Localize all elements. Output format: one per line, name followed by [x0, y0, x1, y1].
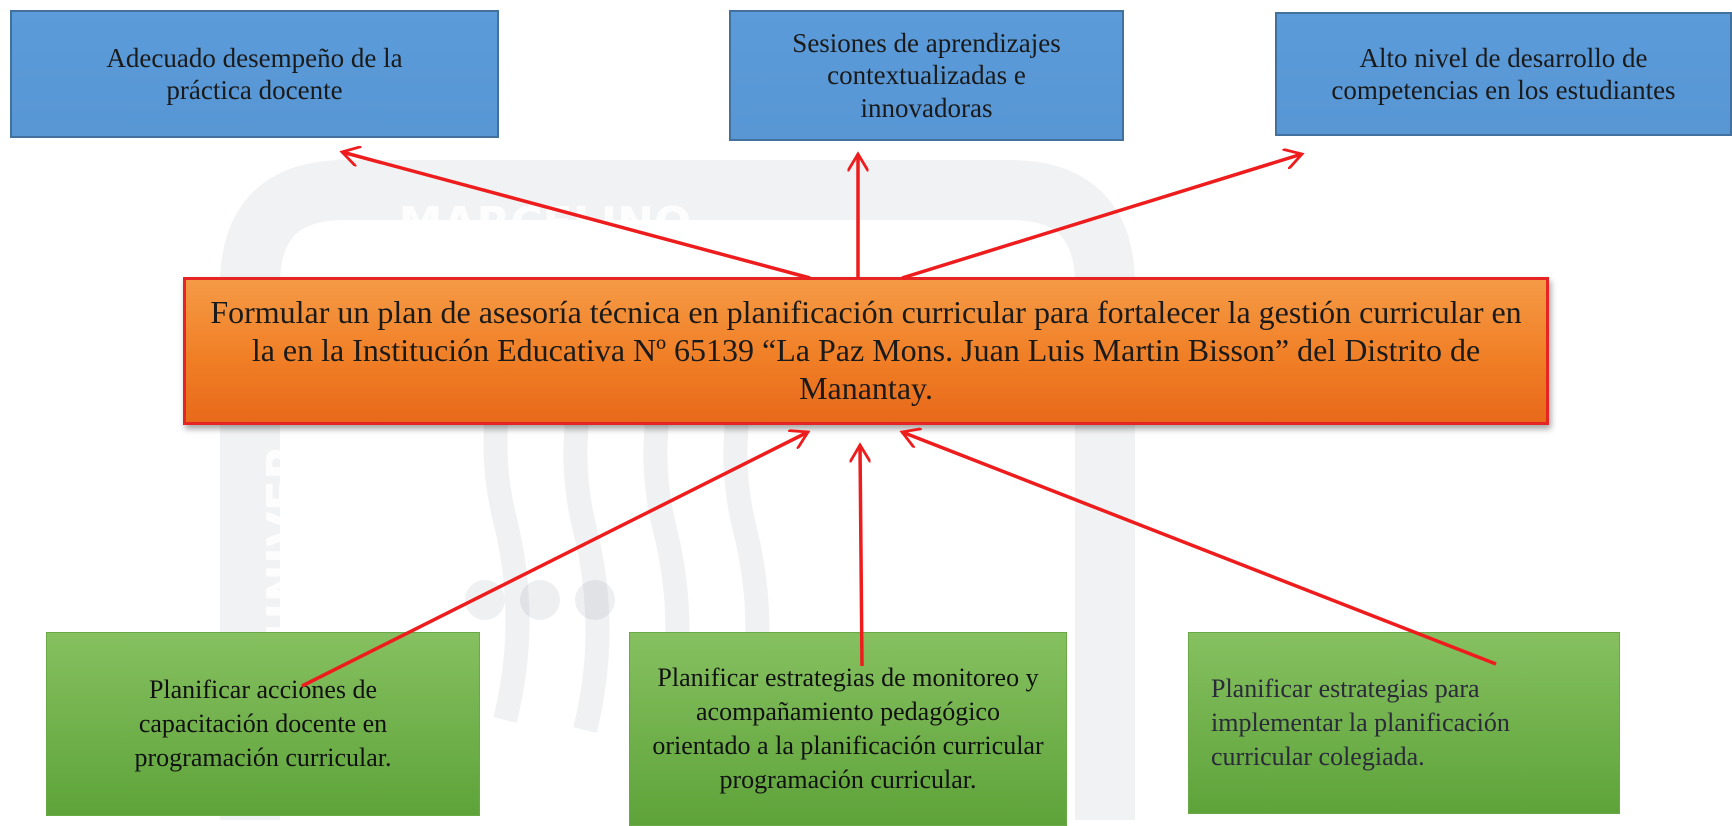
cause-box-1: Planificar acciones de capacitación doce…: [46, 632, 480, 816]
effect-box-1: Adecuado desempeño de la práctica docent…: [10, 10, 499, 138]
effect-box-3: Alto nivel de desarrollo de competencias…: [1275, 12, 1732, 136]
cause-box-3-text: Planificar estrategias para implementar …: [1211, 674, 1510, 771]
cause-box-1-text: Planificar acciones de capacitación doce…: [134, 675, 392, 772]
cause-box-2: Planificar estrategias de monitoreo y ac…: [629, 632, 1067, 826]
central-objective-box: Formular un plan de asesoría técnica en …: [183, 277, 1549, 425]
central-objective-text: Formular un plan de asesoría técnica en …: [210, 294, 1522, 406]
watermark-top-text: MARCELINO: [399, 198, 692, 249]
effect-box-3-text: Alto nivel de desarrollo de competencias…: [1331, 42, 1676, 105]
watermark-left-text: UNIVER: [257, 445, 311, 640]
effect-box-2: Sesiones de aprendizajes contextualizada…: [729, 10, 1124, 141]
cause-box-2-text: Planificar estrategias de monitoreo y ac…: [652, 663, 1044, 794]
watermark-right-text: PAGNAT: [827, 440, 881, 645]
cause-box-3: Planificar estrategias para implementar …: [1188, 632, 1620, 814]
effect-box-1-text: Adecuado desempeño de la práctica docent…: [106, 42, 403, 105]
effect-box-2-text: Sesiones de aprendizajes contextualizada…: [792, 27, 1061, 123]
